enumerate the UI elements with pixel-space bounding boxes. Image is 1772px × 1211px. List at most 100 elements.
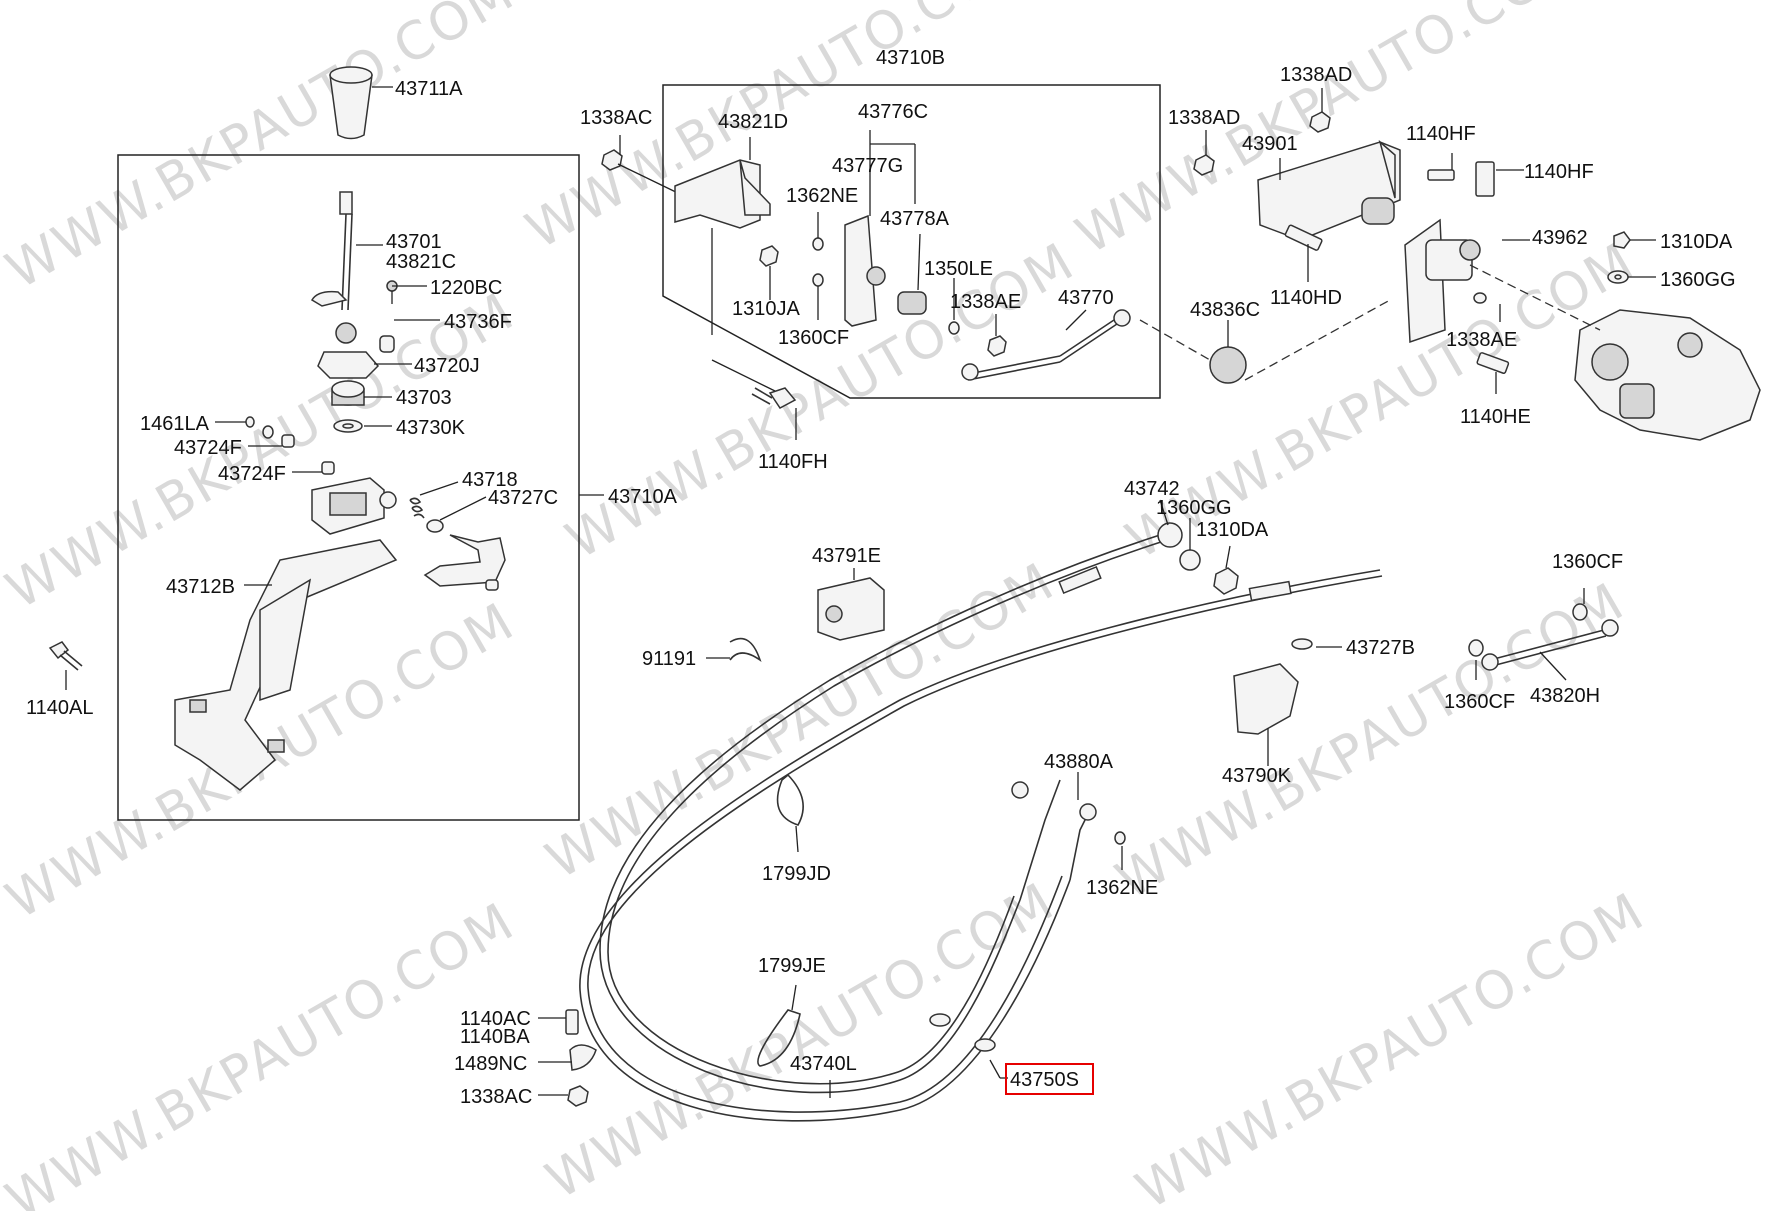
part-label-1140ba[interactable]: 1140BA	[460, 1026, 530, 1048]
joint-43962	[1425, 239, 1481, 281]
part-label-43727c[interactable]: 43727C	[488, 487, 558, 509]
part-label-43724f-b[interactable]: 43724F	[218, 463, 286, 485]
connection-line	[1139, 319, 1211, 361]
part-label-1140he[interactable]: 1140HE	[1460, 406, 1531, 428]
selected-part-highlight	[1005, 1063, 1094, 1095]
part-label-1360gg-mid[interactable]: 1360GG	[1156, 497, 1232, 519]
nut-1338ae	[987, 335, 1007, 357]
cable-43740l	[579, 569, 1383, 1122]
part-label-1362ne-low[interactable]: 1362NE	[1086, 877, 1158, 899]
nut-1310ja	[759, 245, 779, 267]
part-label-1360gg-top[interactable]: 1360GG	[1660, 269, 1736, 291]
part-label-1338ae-mid[interactable]: 1338AE	[950, 291, 1021, 313]
nut-1338ae-right	[1473, 292, 1487, 304]
part-label-43776c[interactable]: 43776C	[858, 101, 928, 123]
part-label-1338ae-right[interactable]: 1338AE	[1446, 329, 1517, 351]
part-label-1140fh[interactable]: 1140FH	[758, 451, 828, 473]
part-label-43720j[interactable]: 43720J	[414, 355, 480, 377]
part-label-1360cf-b[interactable]: 1360CF	[1444, 691, 1515, 713]
clip-43791e	[817, 577, 885, 641]
spring	[409, 497, 425, 519]
part-label-1140ac[interactable]: 1140AC	[460, 1008, 531, 1030]
part-label-43962[interactable]: 43962	[1532, 227, 1588, 249]
part-label-1140hf-a[interactable]: 1140HF	[1406, 123, 1476, 145]
part-label-43880a[interactable]: 43880A	[1044, 751, 1114, 773]
part-label-43724f-a[interactable]: 43724F	[174, 437, 242, 459]
part-label-1140hf-b[interactable]: 1140HF	[1524, 161, 1594, 183]
part-label-1360cf-mid[interactable]: 1360CF	[778, 327, 849, 349]
part-label-43701[interactable]: 43701	[386, 231, 442, 253]
part-label-1310ja[interactable]: 1310JA	[732, 298, 800, 320]
part-label-1338ac-top[interactable]: 1338AC	[580, 107, 652, 129]
nut-1310da-mid	[1213, 567, 1239, 595]
bracket-43821d	[674, 159, 771, 229]
part-label-43777g[interactable]: 43777G	[832, 155, 903, 177]
part-label-1338ac-low[interactable]: 1338AC	[460, 1086, 532, 1108]
nut-1350le	[948, 321, 960, 335]
part-label-1310da-top[interactable]: 1310DA	[1660, 231, 1733, 253]
bolt-1140hf-b	[1475, 161, 1495, 197]
shifter-housing	[311, 477, 397, 535]
part-label-1799je[interactable]: 1799JE	[758, 955, 826, 977]
nut-1338ac-low	[567, 1085, 589, 1107]
assembly-box-43710b	[662, 84, 1161, 399]
shifter-bracket	[174, 539, 398, 791]
part-label-43730k[interactable]: 43730K	[396, 417, 466, 439]
part-label-1310da-mid[interactable]: 1310DA	[1196, 519, 1269, 541]
part-label-43711a[interactable]: 43711A	[395, 78, 463, 100]
part-label-43821c[interactable]: 43821C	[386, 251, 456, 273]
part-label-43820h[interactable]: 43820H	[1530, 685, 1600, 707]
part-label-1489nc[interactable]: 1489NC	[454, 1053, 527, 1075]
part-label-1220bc[interactable]: 1220BC	[430, 277, 502, 299]
washer-43727b	[1291, 638, 1313, 650]
part-label-43740l[interactable]: 43740L	[790, 1053, 857, 1075]
leader	[617, 163, 685, 197]
part-label-1350le[interactable]: 1350LE	[924, 258, 993, 280]
part-label-43836c[interactable]: 43836C	[1190, 299, 1260, 321]
part-label-43710b[interactable]: 43710B	[876, 47, 945, 69]
selector-linkage	[423, 519, 506, 591]
washer	[333, 419, 363, 433]
part-label-43790k[interactable]: 43790K	[1222, 765, 1292, 787]
part-label-43703[interactable]: 43703	[396, 387, 452, 409]
part-label-1360cf-a[interactable]: 1360CF	[1552, 551, 1623, 573]
tie-1799je	[757, 1009, 801, 1067]
washer-1360gg-top	[1607, 270, 1629, 284]
clamp-1489nc	[569, 1044, 597, 1071]
part-label-43718[interactable]: 43718	[462, 469, 518, 491]
watermark: WWW.BKPAUTO.COM	[1127, 882, 1655, 1211]
nut-1338ac	[601, 149, 623, 171]
watermark: WWW.BKPAUTO.COM	[1107, 572, 1635, 912]
bolt-1140he	[1476, 352, 1510, 374]
part-label-1338ad-a[interactable]: 1338AD	[1280, 64, 1352, 86]
bushing-43778a	[897, 291, 927, 315]
part-label-43736f[interactable]: 43736F	[444, 311, 512, 333]
leader-lines	[65, 86, 1656, 1098]
part-label-1362ne-top[interactable]: 1362NE	[786, 185, 858, 207]
assembly-box-43710a	[117, 154, 580, 821]
rubber-bush	[331, 380, 365, 406]
shift-lever	[310, 191, 380, 379]
washer-1360gg-mid	[1179, 549, 1201, 571]
part-label-43727b[interactable]: 43727B	[1346, 637, 1415, 659]
leader	[711, 359, 776, 392]
bracket-43790k	[1233, 663, 1299, 735]
part-label-43710a[interactable]: 43710A	[608, 486, 678, 508]
lever-bolt	[386, 280, 398, 304]
part-label-1799jd[interactable]: 1799JD	[762, 863, 831, 885]
part-label-43778a[interactable]: 43778A	[880, 208, 950, 230]
part-label-1140hd[interactable]: 1140HD	[1270, 287, 1342, 309]
part-label-91191[interactable]: 91191	[642, 648, 696, 670]
part-label-43770[interactable]: 43770	[1058, 287, 1114, 309]
part-label-1461la[interactable]: 1461LA	[140, 413, 210, 435]
part-label-1338ad-b[interactable]: 1338AD	[1168, 107, 1240, 129]
nut-1362ne	[812, 237, 824, 287]
nut-1362ne-low	[1114, 831, 1126, 845]
part-label-43712b[interactable]: 43712B	[166, 576, 235, 598]
part-label-43791e[interactable]: 43791E	[812, 545, 881, 567]
part-label-43901[interactable]: 43901	[1242, 133, 1298, 155]
part-label-1140al[interactable]: 1140AL	[26, 697, 93, 719]
part-label-43821d[interactable]: 43821D	[718, 111, 788, 133]
part-label-43742[interactable]: 43742	[1124, 478, 1180, 500]
part-label-43750s[interactable]: 43750S	[1010, 1069, 1079, 1091]
